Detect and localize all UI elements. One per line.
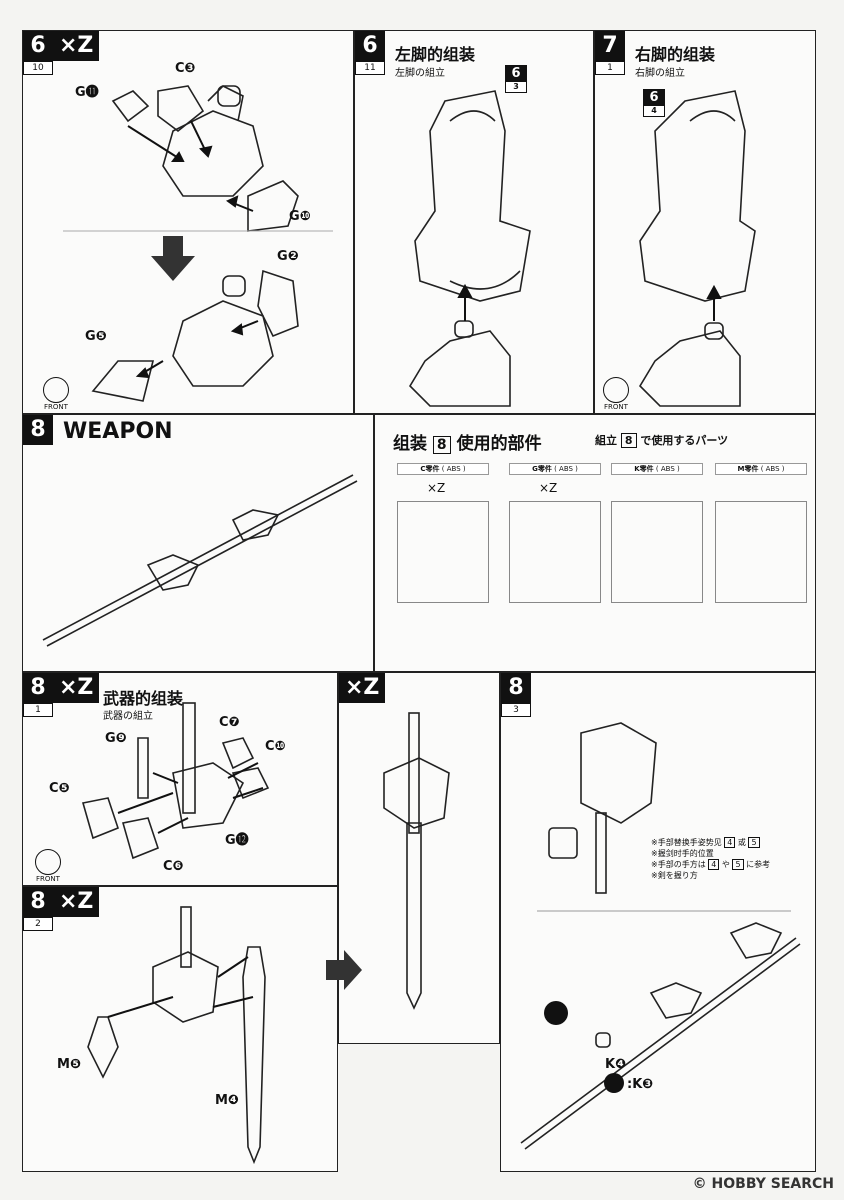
runner-c-qty: ×Z: [427, 481, 446, 495]
label-k4: K❹: [605, 1057, 627, 1072]
connect-icon: [604, 1073, 624, 1093]
hand-pose-note: ※手部替换手姿势见 4 或 5 ※握剑时手的位置 ※手部の手方は 4 や 5 に…: [651, 837, 771, 880]
runner-g-label: G零件 ( ABS ): [509, 463, 601, 475]
parts-panel: 组装 8 使用的部件 組立 8 で使用するパーツ C零件 ( ABS ) ×Z …: [374, 414, 816, 672]
sword-grip-drawing: [520, 722, 801, 1150]
multiplier-badge: ×Z: [53, 887, 100, 917]
multiplier-badge: ×Z: [53, 31, 100, 61]
step-number: 6: [23, 31, 53, 61]
step-8-3-panel: 8 3 ※手部替换手姿势见 4 或 5 ※握剑时手的位置 ※手部の手方は 4 や…: [500, 672, 816, 1172]
label-c10: C❿: [265, 739, 286, 754]
runner-c: C零件 ( ABS ) ×Z: [397, 463, 489, 603]
step-number: 8: [501, 673, 531, 703]
weapon-assembly-2-drawing: [87, 906, 266, 1165]
note-ref-5-1: 5: [748, 837, 760, 848]
runner-g-qty: ×Z: [539, 481, 558, 495]
substep-number: 2: [23, 917, 53, 931]
runner-c-label: C零件 ( ABS ): [397, 463, 489, 475]
substep-number: 11: [355, 61, 385, 75]
front-icon: [43, 377, 69, 403]
label-c5: C❺: [49, 781, 70, 796]
substep-number: 1: [595, 61, 625, 75]
multiplier-badge: ×Z: [53, 673, 100, 703]
label-g12: G⓬: [225, 833, 249, 848]
left-leg-drawing: [408, 90, 531, 407]
runner-c-frame: [397, 501, 489, 603]
label-k3: :K❸: [627, 1077, 654, 1092]
label-m4: M❹: [215, 1093, 239, 1108]
step-number: 8: [23, 673, 53, 703]
substep-number: 10: [23, 61, 53, 75]
separate-icon: [544, 1001, 568, 1025]
weapon-drawing: [42, 474, 358, 647]
runner-m-frame: [715, 501, 807, 603]
right-leg-drawing: [638, 90, 756, 407]
multiplier-badge: ×Z: [339, 673, 386, 703]
runner-k-label: K零件 ( ABS ): [611, 463, 703, 475]
runner-k-frame: [611, 501, 703, 603]
front-indicator: FRONT: [601, 377, 631, 411]
sword-hilt-drawing: [383, 712, 450, 1010]
front-icon: [603, 377, 629, 403]
substep-number: 3: [501, 703, 531, 717]
step-title-zh: 左脚的组装: [395, 45, 476, 64]
runner-k: K零件 ( ABS ): [611, 463, 703, 603]
watermark: © HOBBY SEARCH: [692, 1176, 834, 1192]
label-g11: G⓫: [75, 85, 99, 100]
label-c3: C❸: [175, 61, 196, 76]
assembly-drawing: [63, 85, 333, 402]
label-g5: G❺: [85, 329, 107, 344]
weapon-assembly-1-drawing: [81, 702, 270, 860]
step-title-zh: 武器的组装: [103, 689, 184, 708]
label-c6: C❻: [163, 859, 184, 874]
runner-m-label: M零件 ( ABS ): [715, 463, 807, 475]
step-8-1-panel: 8 ×Z 1 武器的组装 武器の組立 G❾ C❼ C❿ C❺ G⓬ C❻ FRO…: [22, 672, 338, 886]
step-8-2-panel: 8 ×Z 2 M❺ M❹: [22, 886, 338, 1172]
step-6-10-panel: 6 ×Z 10 G⓫ C❸ G❿ G❷ G❺ FRONT: [22, 30, 354, 414]
step-title-jp: 武器の組立: [103, 711, 153, 722]
step-title-jp: 左脚の組立: [395, 68, 445, 79]
runner-g: G零件 ( ABS ) ×Z: [509, 463, 601, 603]
front-icon: [35, 849, 61, 875]
parts-step-ref-jp: 8: [620, 433, 637, 448]
step-title-zh: 右脚的组装: [635, 45, 716, 64]
runner-g-frame: [509, 501, 601, 603]
step-number: 8: [23, 415, 53, 445]
step-number: 7: [595, 31, 625, 61]
label-m5: M❺: [57, 1057, 81, 1072]
step-title-jp: 右脚の組立: [635, 68, 685, 79]
substep-number: 1: [23, 703, 53, 717]
label-g10: G❿: [289, 209, 311, 224]
parts-heading-jp: 組立 8 で使用するパーツ: [595, 433, 729, 448]
weapon-title: WEAPON: [63, 419, 173, 444]
label-g2: G❷: [277, 249, 299, 264]
label-g9: G❾: [105, 731, 127, 746]
runner-m: M零件 ( ABS ): [715, 463, 807, 603]
step-number: 8: [23, 887, 53, 917]
step-number: 6: [355, 31, 385, 61]
step-8-weapon-panel: 8 WEAPON: [22, 414, 374, 672]
step-8-mid-panel: ×Z: [338, 672, 500, 1044]
parts-step-ref: 8: [432, 436, 451, 454]
front-indicator: FRONT: [41, 377, 71, 411]
front-indicator: FRONT: [33, 849, 63, 883]
note-ref-4-3: 4: [724, 837, 736, 848]
label-c7: C❼: [219, 715, 240, 730]
parts-heading: 组装 8 使用的部件: [393, 434, 542, 454]
